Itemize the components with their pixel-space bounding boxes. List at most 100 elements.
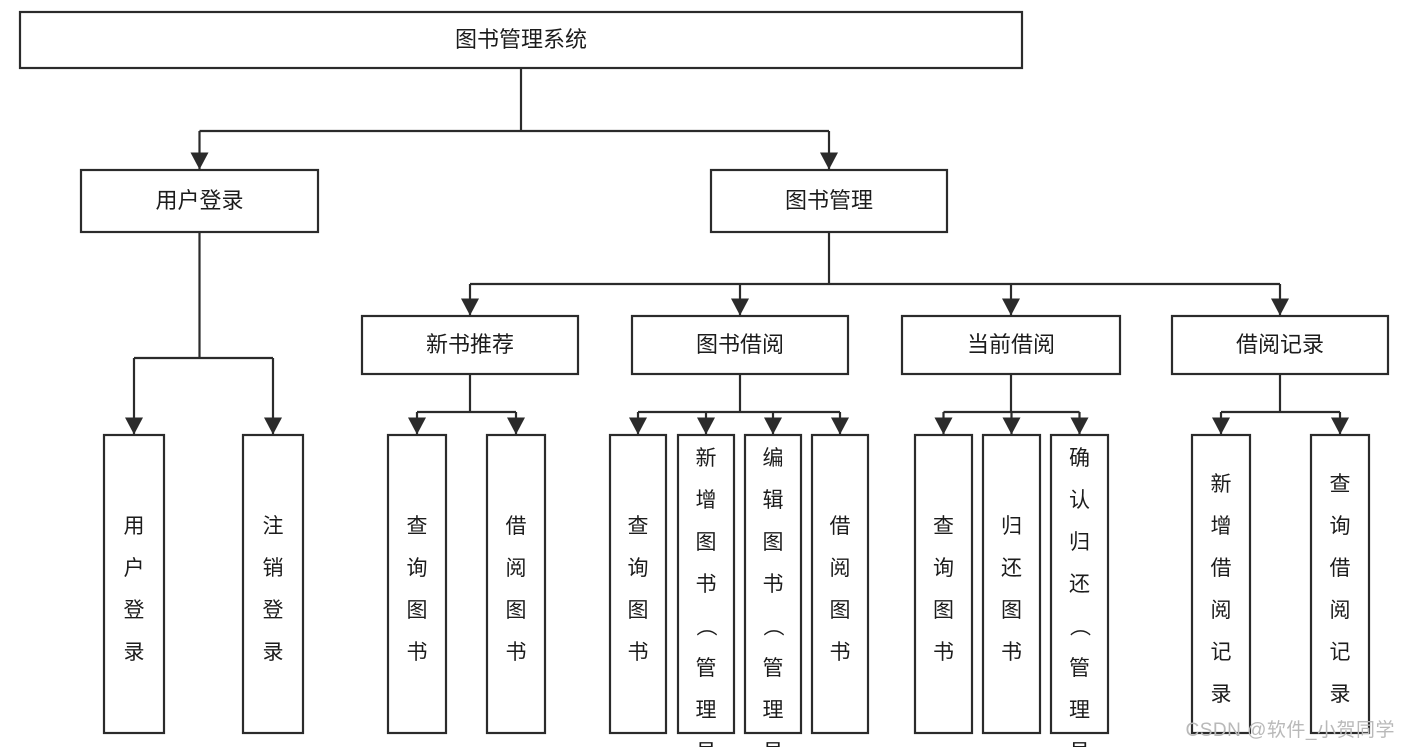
- svg-text:增: 增: [1211, 515, 1232, 538]
- node-box-book-mgmt: [709, 168, 949, 234]
- node-box-leaf-query-record: [1309, 433, 1371, 735]
- node-new-book-rec[interactable]: 新书推荐: [360, 314, 580, 376]
- svg-text:阅: 阅: [830, 557, 851, 580]
- svg-text:理: 理: [1069, 699, 1090, 722]
- svg-text:管: 管: [696, 657, 717, 680]
- arrowhead-icon: [125, 417, 143, 435]
- arrowhead-icon: [1002, 298, 1020, 316]
- edge-group-book-mgmt: [461, 232, 1289, 316]
- arrowhead-icon: [1331, 417, 1349, 435]
- node-box-borrow-record: [1170, 314, 1390, 376]
- svg-text:图: 图: [1001, 599, 1022, 622]
- svg-text:还: 还: [1001, 557, 1022, 580]
- node-label-new-book-rec: 新书推荐: [426, 332, 514, 357]
- arrowhead-icon: [820, 152, 838, 170]
- svg-text:借: 借: [1211, 557, 1232, 580]
- svg-text:理: 理: [696, 699, 717, 722]
- svg-text:登: 登: [124, 599, 145, 622]
- node-label-book-borrow: 图书借阅: [696, 332, 784, 357]
- node-label-borrow-record: 借阅记录: [1236, 332, 1324, 357]
- svg-text:注: 注: [263, 515, 284, 538]
- node-box-leaf-borrow-book-2: [810, 433, 870, 735]
- svg-text:新: 新: [1211, 473, 1232, 496]
- node-leaf-user-login[interactable]: 用户登录: [102, 433, 166, 735]
- node-box-leaf-user-login: [102, 433, 166, 735]
- svg-text:记: 记: [1211, 641, 1232, 664]
- node-user-login[interactable]: 用户登录: [79, 168, 320, 234]
- node-box-leaf-logout: [241, 433, 305, 735]
- node-box-leaf-edit-book: [743, 433, 803, 735]
- svg-text:（: （: [761, 616, 784, 637]
- svg-text:书: 书: [506, 641, 527, 664]
- edge-layer: [125, 68, 1349, 435]
- svg-text:用: 用: [124, 515, 145, 538]
- svg-text:询: 询: [407, 557, 428, 580]
- node-box-leaf-borrow-book-1: [485, 433, 547, 735]
- edge-group-book-borrow: [629, 374, 849, 435]
- node-box-leaf-query-book-2: [608, 433, 668, 735]
- arrowhead-icon: [507, 417, 525, 435]
- svg-text:户: 户: [124, 557, 145, 580]
- svg-text:记: 记: [1330, 641, 1351, 664]
- node-box-leaf-confirm-return: [1049, 433, 1110, 735]
- svg-text:还: 还: [1069, 573, 1090, 596]
- svg-text:员: 员: [763, 741, 784, 747]
- svg-text:销: 销: [263, 557, 284, 580]
- edge-group-root: [190, 68, 838, 170]
- svg-text:录: 录: [263, 641, 284, 664]
- arrowhead-icon: [1212, 417, 1230, 435]
- svg-text:增: 增: [696, 489, 717, 512]
- node-layer: 图书管理系统用户登录图书管理新书推荐图书借阅当前借阅借阅记录用户登录注销登录查询…: [18, 10, 1390, 747]
- node-label-book-mgmt: 图书管理: [785, 188, 873, 213]
- node-current-borrow[interactable]: 当前借阅: [900, 314, 1122, 376]
- node-book-borrow[interactable]: 图书借阅: [630, 314, 850, 376]
- svg-text:书: 书: [763, 573, 784, 596]
- svg-text:归: 归: [1069, 531, 1090, 554]
- svg-text:借: 借: [1330, 557, 1351, 580]
- svg-text:书: 书: [1001, 641, 1022, 664]
- svg-text:图: 图: [763, 531, 784, 554]
- arrowhead-icon: [1271, 298, 1289, 316]
- node-label-current-borrow: 当前借阅: [967, 332, 1055, 357]
- svg-text:图: 图: [506, 599, 527, 622]
- node-label-root: 图书管理系统: [455, 27, 587, 52]
- svg-text:录: 录: [124, 641, 145, 664]
- svg-text:查: 查: [933, 515, 954, 538]
- svg-text:管: 管: [763, 657, 784, 680]
- node-box-leaf-return-book: [981, 433, 1042, 735]
- node-root[interactable]: 图书管理系统: [18, 10, 1024, 70]
- svg-text:图: 图: [407, 599, 428, 622]
- node-book-mgmt[interactable]: 图书管理: [709, 168, 949, 234]
- node-borrow-record[interactable]: 借阅记录: [1170, 314, 1390, 376]
- node-box-leaf-query-book-1: [386, 433, 448, 735]
- node-box-leaf-add-record: [1190, 433, 1252, 735]
- edge-group-current-borrow: [934, 374, 1089, 435]
- arrowhead-icon: [408, 417, 426, 435]
- svg-text:借: 借: [830, 515, 851, 538]
- node-box-leaf-add-book: [676, 433, 736, 735]
- node-box-current-borrow: [900, 314, 1122, 376]
- svg-text:认: 认: [1069, 489, 1090, 512]
- arrowhead-icon: [764, 417, 782, 435]
- node-box-book-borrow: [630, 314, 850, 376]
